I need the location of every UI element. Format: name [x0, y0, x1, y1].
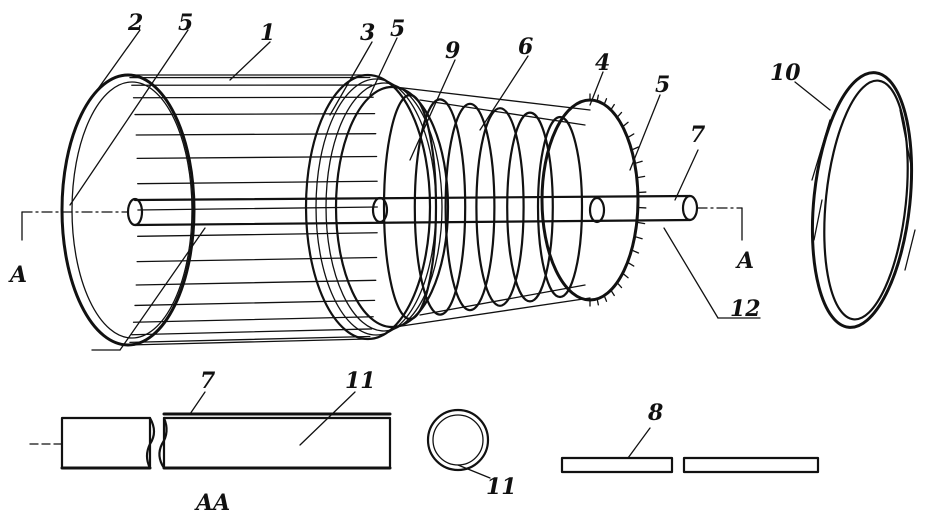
cylinder-bar — [135, 279, 377, 286]
conical-helix — [382, 93, 584, 321]
label-6: 6 — [518, 34, 533, 60]
part-labels: 2 5 1 3 5 9 6 4 5 7 12 10 A A 7 11 11 8 … — [8, 10, 801, 516]
middle-ring-outer — [304, 73, 432, 341]
label-3: 3 — [360, 20, 375, 46]
disc-tooth — [603, 98, 608, 106]
label-5-middle: 5 — [390, 16, 405, 42]
cylinder-bar — [136, 155, 378, 159]
label-aa: AA — [194, 490, 230, 516]
disc-tooth — [621, 121, 629, 128]
helix-coil — [444, 102, 496, 312]
disc-tooth — [630, 146, 640, 151]
disc-tooth — [610, 103, 615, 111]
cylinder-bars — [127, 74, 378, 346]
disc-tooth — [603, 294, 608, 302]
cone-bars — [394, 86, 591, 328]
label-5-right: 5 — [655, 72, 670, 98]
disc-tooth — [596, 94, 599, 102]
section-aa — [29, 391, 392, 470]
disc-tooth — [634, 160, 643, 165]
separate-ring — [810, 71, 916, 329]
cylinder-bar — [134, 299, 376, 307]
helix-coil — [475, 107, 525, 307]
cylinder-bar — [137, 206, 378, 211]
label-8: 8 — [647, 400, 663, 426]
label-9: 9 — [445, 38, 460, 64]
cylinder-bar — [137, 232, 378, 237]
left-end-ring-inner — [71, 81, 193, 339]
middle-ring-3 — [325, 82, 443, 332]
disc-tooth — [626, 133, 635, 139]
disc-tooth — [616, 111, 623, 119]
shaft-cross-section — [426, 408, 491, 479]
right-disc-teeth — [589, 93, 647, 307]
helix-coil — [506, 111, 554, 303]
disc-tooth — [616, 281, 623, 289]
label-4: 4 — [595, 50, 610, 76]
helix-coil — [536, 115, 584, 299]
disc-tooth — [621, 272, 629, 279]
cylinder-bar — [131, 328, 373, 336]
helix-coil — [413, 98, 467, 316]
cylinder-bar — [136, 256, 378, 263]
label-2: 2 — [127, 10, 143, 36]
disc-tooth — [636, 175, 646, 179]
disc-tooth — [610, 289, 615, 297]
label-a-left: A — [8, 262, 27, 288]
cylinder-bar — [134, 113, 376, 116]
flat-strips — [560, 427, 820, 474]
label-10: 10 — [770, 60, 801, 86]
disc-tooth — [596, 298, 599, 306]
label-1: 1 — [260, 20, 275, 46]
cylinder-bar — [129, 335, 371, 344]
disc-tooth — [630, 249, 640, 254]
leader-lines — [69, 29, 831, 351]
label-5-left: 5 — [178, 10, 193, 36]
cylinder-bar — [135, 133, 377, 136]
label-7-section: 7 — [200, 368, 216, 394]
label-11-cross: 11 — [486, 474, 517, 500]
shaft-end — [681, 194, 699, 222]
section-line-a — [21, 207, 743, 213]
cage-assembly — [21, 29, 831, 351]
middle-ring-4 — [334, 85, 450, 329]
cylinder-bar — [132, 96, 374, 99]
disc-tooth — [634, 235, 643, 240]
shaft — [126, 194, 699, 227]
helix-coil — [382, 93, 438, 321]
disc-tooth — [626, 261, 635, 267]
cylinder-bar — [127, 338, 369, 346]
label-11-section: 11 — [345, 368, 376, 394]
right-end-disc — [540, 98, 640, 302]
label-7-top: 7 — [690, 122, 706, 148]
label-12: 12 — [730, 296, 761, 322]
cylinder-bar — [137, 180, 378, 185]
label-a-right: A — [735, 248, 754, 274]
disc-tooth — [636, 221, 646, 225]
